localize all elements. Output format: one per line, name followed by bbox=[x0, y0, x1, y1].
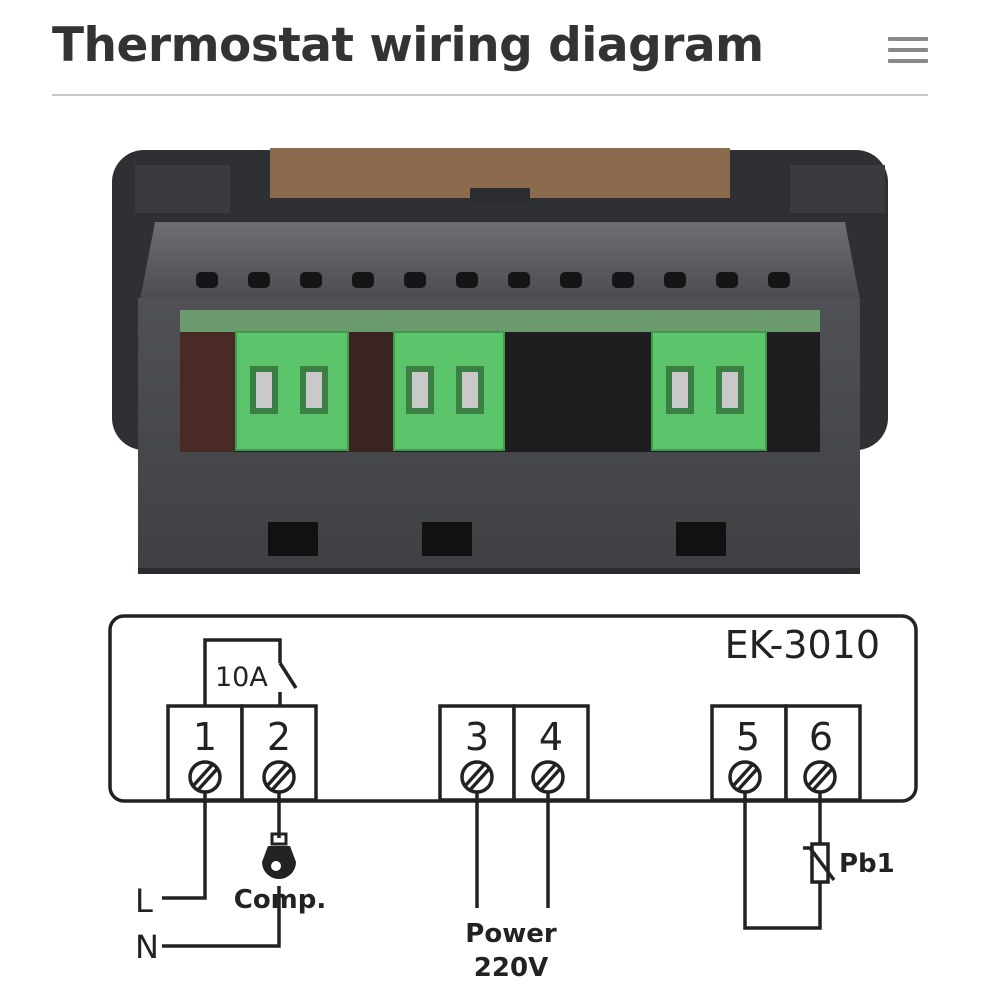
title-divider bbox=[52, 94, 928, 96]
terminal-block-photo-left bbox=[235, 331, 349, 451]
probe-label: Pb1 bbox=[839, 849, 895, 879]
terminal-block-photo-right bbox=[651, 331, 767, 451]
compressor-label: Comp. bbox=[234, 885, 327, 915]
device-clip-left bbox=[135, 165, 230, 213]
device-model-label: EK-3010 bbox=[725, 623, 880, 667]
menu-icon-bar bbox=[888, 59, 928, 63]
wire-line-L bbox=[162, 792, 207, 900]
device-top-surface bbox=[140, 222, 860, 300]
device-bottom-edge bbox=[138, 568, 860, 574]
relay-rating-label: 10A bbox=[215, 662, 268, 693]
terminal-number-1: 1 bbox=[193, 715, 217, 759]
power-label: Power bbox=[465, 919, 557, 949]
wire-neutral-N bbox=[162, 886, 281, 948]
relay-contact bbox=[203, 638, 298, 706]
terminal-number-4: 4 bbox=[539, 715, 563, 759]
hamburger-menu-button[interactable] bbox=[882, 32, 932, 68]
thermistor-probe-icon bbox=[803, 842, 836, 884]
terminal-box-4 bbox=[512, 704, 590, 802]
voltage-label: 220V bbox=[474, 953, 548, 983]
menu-icon-bar bbox=[888, 48, 928, 52]
device-brown-insert-left bbox=[180, 332, 235, 452]
device-top-notch bbox=[470, 188, 530, 202]
thermostat-device-photo bbox=[112, 148, 888, 574]
compressor-icon bbox=[261, 832, 296, 880]
device-brown-insert-mid bbox=[348, 332, 394, 452]
page-title: Thermostat wiring diagram bbox=[52, 18, 764, 73]
terminal-number-2: 2 bbox=[267, 715, 291, 759]
terminal-box-6 bbox=[784, 704, 862, 802]
terminal-block-photo-middle bbox=[393, 331, 505, 451]
line-label-L: L bbox=[135, 882, 153, 920]
menu-icon-bar bbox=[888, 37, 928, 41]
device-mount-slot bbox=[422, 522, 472, 556]
neutral-label-N: N bbox=[135, 928, 159, 966]
terminal-number-5: 5 bbox=[736, 715, 760, 759]
wiring-schematic bbox=[108, 614, 918, 948]
device-vent-holes bbox=[196, 272, 790, 288]
wire-probe-loop bbox=[743, 792, 822, 930]
device-pcb-edge bbox=[180, 310, 820, 332]
device-mount-slot bbox=[268, 522, 318, 556]
terminal-number-3: 3 bbox=[465, 715, 489, 759]
terminal-number-6: 6 bbox=[809, 715, 833, 759]
device-mount-slot bbox=[676, 522, 726, 556]
device-clip-right bbox=[790, 165, 885, 213]
